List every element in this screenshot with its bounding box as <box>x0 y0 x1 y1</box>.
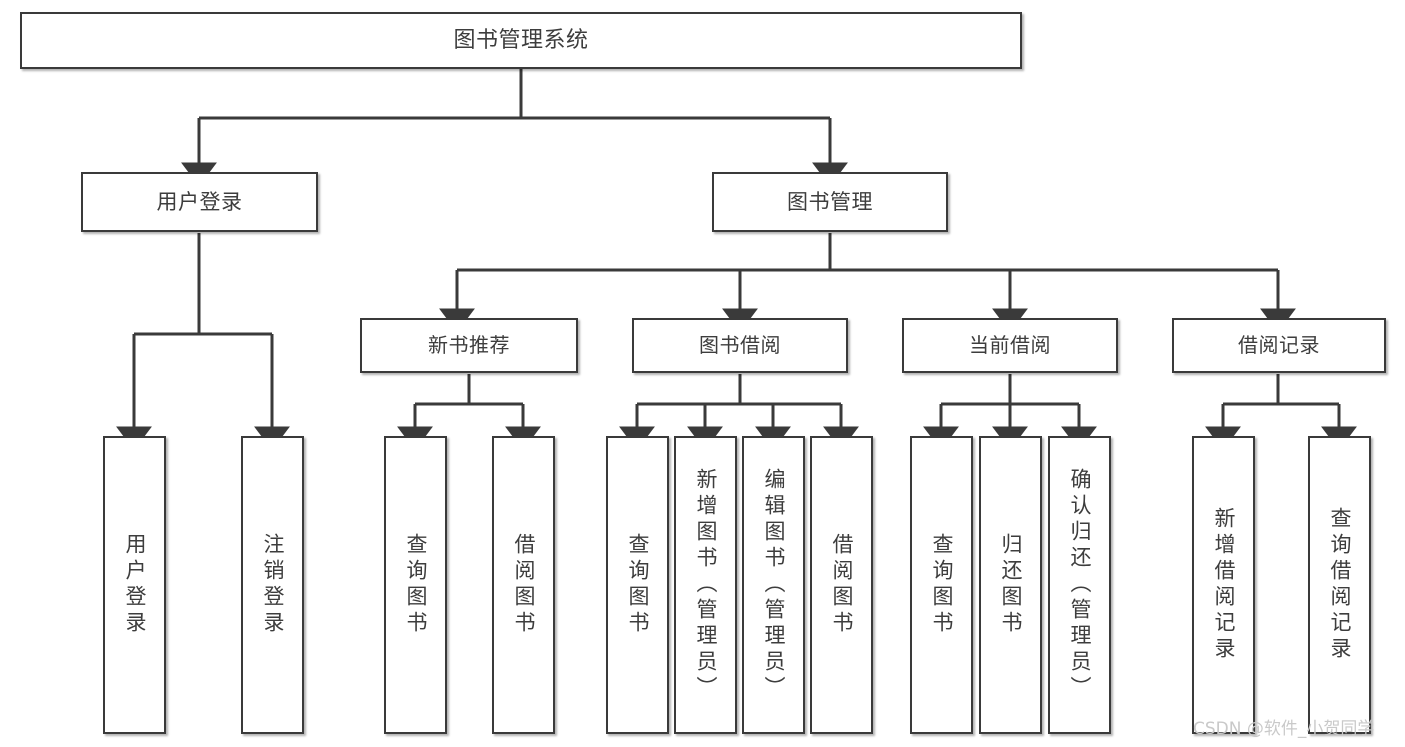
node-label: 查询图书 <box>404 533 428 637</box>
leaf-query-book-current[interactable]: 查询图书 <box>910 436 973 734</box>
node-label: 借阅图书 <box>512 533 536 637</box>
node-label: 图书管理系统 <box>453 27 589 53</box>
leaf-user-login[interactable]: 用户登录 <box>103 436 166 734</box>
node-borrow-record[interactable]: 借阅记录 <box>1172 318 1386 373</box>
leaf-confirm-return-admin[interactable]: 确认归还（管理员） <box>1048 436 1111 734</box>
leaf-logout[interactable]: 注销登录 <box>241 436 304 734</box>
leaf-edit-book-admin[interactable]: 编辑图书（管理员） <box>742 436 805 734</box>
node-label: 借阅图书 <box>830 533 854 637</box>
node-label: 查询图书 <box>626 533 650 637</box>
node-root-book-management-system[interactable]: 图书管理系统 <box>20 12 1022 69</box>
node-book-management[interactable]: 图书管理 <box>712 172 948 232</box>
node-label: 注销登录 <box>261 533 285 637</box>
node-current-borrow[interactable]: 当前借阅 <box>902 318 1118 373</box>
node-label: 当前借阅 <box>969 333 1051 357</box>
node-label: 编辑图书（管理员） <box>762 468 786 702</box>
node-label: 查询图书 <box>930 533 954 637</box>
leaf-add-book-admin[interactable]: 新增图书（管理员） <box>674 436 737 734</box>
node-label: 新书推荐 <box>428 333 510 357</box>
node-label: 新增图书（管理员） <box>694 468 718 702</box>
leaf-query-book-recommend[interactable]: 查询图书 <box>384 436 447 734</box>
node-label: 确认归还（管理员） <box>1068 468 1092 702</box>
node-label: 用户登录 <box>156 189 243 214</box>
node-label: 查询借阅记录 <box>1328 507 1352 663</box>
leaf-add-borrow-record[interactable]: 新增借阅记录 <box>1192 436 1255 734</box>
node-book-borrow[interactable]: 图书借阅 <box>632 318 848 373</box>
node-label: 借阅记录 <box>1238 333 1320 357</box>
leaf-borrow-book-recommend[interactable]: 借阅图书 <box>492 436 555 734</box>
csdn-watermark: CSDN @软件_小贺同学 <box>1193 719 1375 739</box>
node-new-book-recommend[interactable]: 新书推荐 <box>360 318 578 373</box>
leaf-borrow-book[interactable]: 借阅图书 <box>810 436 873 734</box>
node-label: 新增借阅记录 <box>1212 507 1236 663</box>
node-label: 用户登录 <box>123 533 147 637</box>
leaf-return-book[interactable]: 归还图书 <box>979 436 1042 734</box>
node-label: 图书借阅 <box>699 333 781 357</box>
leaf-query-book-borrow[interactable]: 查询图书 <box>606 436 669 734</box>
node-label: 归还图书 <box>999 533 1023 637</box>
node-user-login[interactable]: 用户登录 <box>81 172 318 232</box>
leaf-query-borrow-record[interactable]: 查询借阅记录 <box>1308 436 1371 734</box>
node-label: 图书管理 <box>787 189 873 214</box>
